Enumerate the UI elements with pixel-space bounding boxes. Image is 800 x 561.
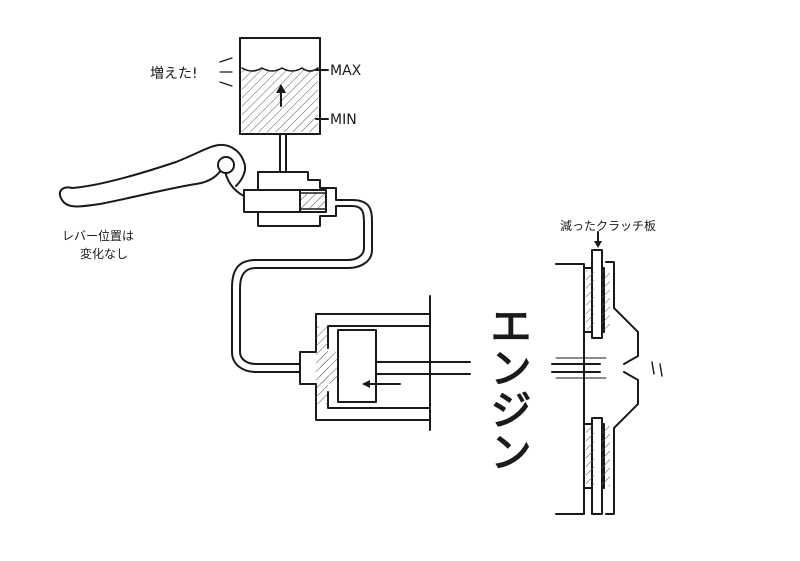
clutch-assembly [551,231,663,515]
slave-cylinder [299,295,471,431]
arrow-down-icon [594,241,602,248]
lever-note-line2: 変化なし [80,246,128,261]
lever-note-line1: レバー位置は [62,228,134,243]
worn-plate-label: 減ったクラッチ板 [560,218,656,233]
min-label: MIN [330,112,357,128]
engine-label: エンジン [484,304,533,472]
increased-label: 増えた! [150,66,198,82]
max-label: MAX [330,63,362,79]
arrow-up-icon [276,84,286,93]
lever-pivot-icon [217,156,235,174]
clutch-lever [58,144,246,208]
master-cylinder [243,171,353,227]
hydraulic-hose-inner [231,205,365,373]
hydraulic-hose [239,199,373,365]
reservoir-pipe [279,133,287,173]
reservoir [219,37,329,135]
